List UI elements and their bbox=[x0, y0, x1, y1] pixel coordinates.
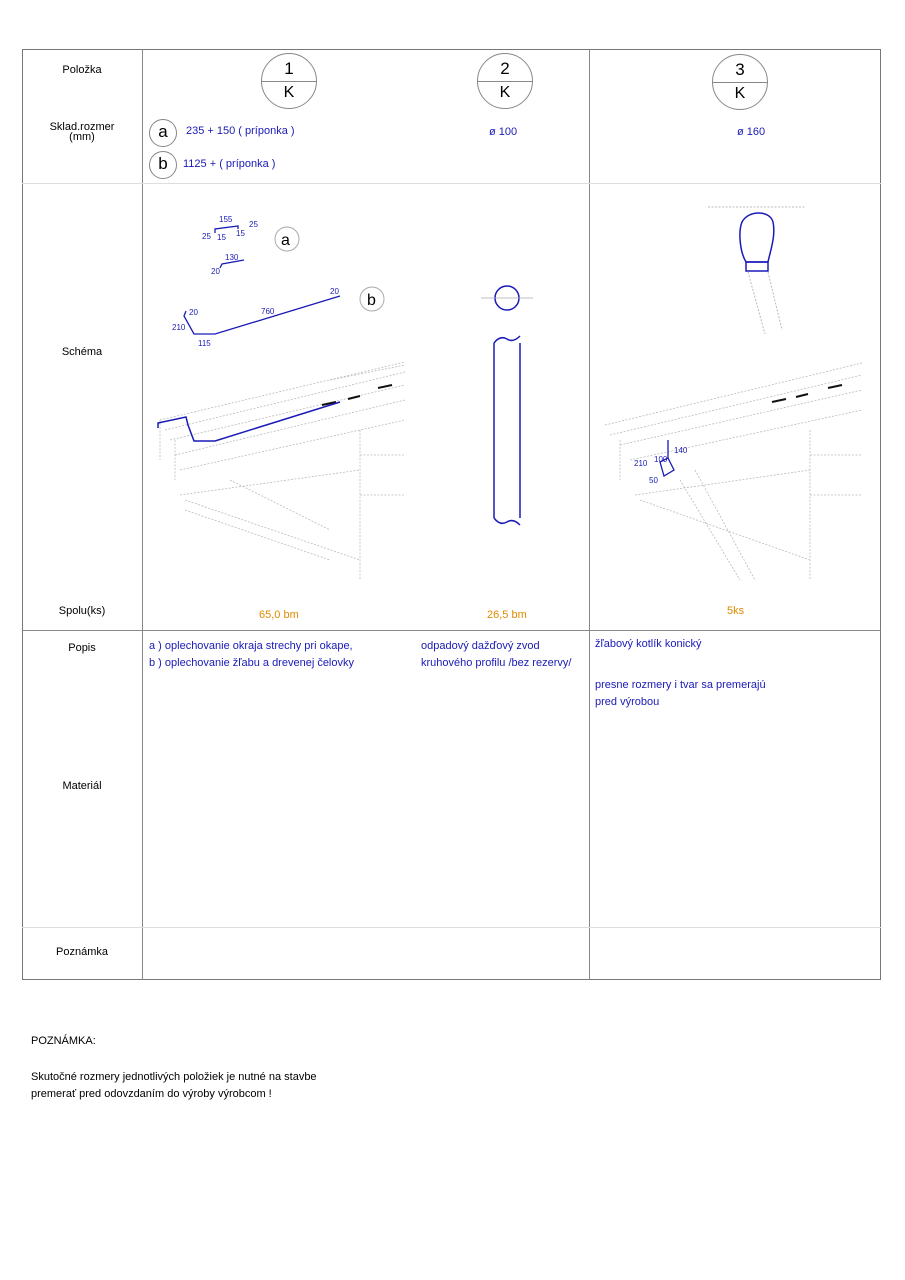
dim-tag-b: b bbox=[149, 151, 177, 179]
row-label-schema: Schéma bbox=[61, 346, 103, 358]
schema-tag-b: b bbox=[367, 292, 376, 309]
schema-a-dim-155: 155 bbox=[219, 215, 233, 224]
item-1-letter: K bbox=[283, 84, 295, 101]
item-2-dim: ø 100 bbox=[489, 126, 518, 138]
item-1-roof-section bbox=[159, 361, 406, 580]
schema-b-dim-20-right: 20 bbox=[330, 287, 339, 296]
row-divider bbox=[22, 927, 881, 928]
item-1-profile-b bbox=[183, 295, 341, 335]
row-divider bbox=[22, 183, 881, 184]
item-2-number: 2 bbox=[500, 59, 510, 78]
item-3-desc-line-1: žľabový kotlík konický bbox=[595, 638, 702, 650]
item-3-marker: 3 K bbox=[712, 54, 768, 110]
item-2-letter: K bbox=[499, 84, 511, 101]
item-3-dim: ø 160 bbox=[737, 126, 766, 138]
row-label-poznamka: Poznámka bbox=[56, 946, 108, 958]
schema-a-dim-25-right: 25 bbox=[249, 220, 258, 229]
schema-a-dim-25-left: 25 bbox=[202, 232, 211, 241]
item-2-desc-line-2: kruhového profilu /bez rezervy/ bbox=[421, 657, 572, 669]
item-3-letter: K bbox=[734, 85, 746, 102]
schema-a-dim-15-left: 15 bbox=[217, 233, 226, 242]
schema-b-dim-115: 115 bbox=[198, 339, 211, 348]
row-label-sklad-rozmer-line2: (mm) bbox=[69, 131, 95, 143]
item-1-desc-line-1: a ) oplechovanie okraja strechy pri okap… bbox=[149, 640, 353, 652]
item-1-dim-a: 235 + 150 ( príponka ) bbox=[186, 125, 295, 137]
item-3-number: 3 bbox=[735, 60, 745, 79]
footer-note-title: POZNÁMKA: bbox=[31, 1035, 96, 1047]
schema-a-dim-20: 20 bbox=[211, 267, 220, 276]
footer-note-line-1: Skutočné rozmery jednotlivých položiek j… bbox=[31, 1071, 317, 1083]
item-1-total: 65,0 bm bbox=[259, 609, 299, 621]
row-label-polozka: Položka bbox=[62, 64, 102, 76]
row-label-popis: Popis bbox=[68, 642, 96, 654]
row-divider bbox=[22, 630, 881, 631]
item-3-total: 5ks bbox=[727, 605, 745, 617]
item-3-desc-line-3: presne rozmery i tvar sa premerajú bbox=[595, 679, 766, 691]
schema-b-dim-20-top: 20 bbox=[189, 308, 198, 317]
item-3-roof-section bbox=[604, 362, 863, 581]
item-1-marker: 1 K bbox=[261, 53, 317, 109]
row-label-spolu: Spolu(ks) bbox=[58, 605, 106, 617]
item-2-marker: 2 K bbox=[477, 53, 533, 109]
footer-note-line-2: premerať pred odovzdaním do výroby výrob… bbox=[31, 1088, 272, 1100]
schema-3-dim-140: 140 bbox=[674, 446, 688, 455]
item-1-dim-b: 1125 + ( príponka ) bbox=[183, 158, 276, 170]
dim-tag-a: a bbox=[149, 119, 177, 147]
schema-3-dim-100: 100 bbox=[654, 455, 668, 464]
schema-a-dim-15-right: 15 bbox=[236, 229, 245, 238]
item-2-downpipe bbox=[493, 285, 521, 526]
schema-b-dim-210: 210 bbox=[172, 323, 186, 332]
column-divider bbox=[589, 49, 590, 980]
schema-3-dim-210: 210 bbox=[634, 459, 648, 468]
schema-a-dim-130: 130 bbox=[225, 253, 239, 262]
item-2-total: 26,5 bm bbox=[487, 609, 527, 621]
schema-tag-a: a bbox=[281, 232, 290, 249]
column-divider bbox=[142, 49, 143, 980]
schema-3-dim-50: 50 bbox=[649, 476, 658, 485]
row-label-sklad-rozmer-line1: Sklad.rozmer bbox=[49, 121, 115, 133]
schema-b-dim-760: 760 bbox=[261, 307, 275, 316]
item-2-desc-line-1: odpadový dažďový zvod bbox=[421, 640, 540, 652]
item-3-outlet-profile bbox=[708, 206, 806, 335]
table-frame bbox=[22, 49, 881, 980]
item-1-profile-a bbox=[214, 225, 245, 269]
item-1-number: 1 bbox=[284, 59, 294, 78]
item-3-desc-line-4: pred výrobou bbox=[595, 696, 660, 708]
row-label-sklad-rozmer: Sklad.rozmer (mm) bbox=[22, 121, 142, 143]
item-1-flashing-overlay bbox=[157, 401, 341, 442]
item-1-desc-line-2: b ) oplechovanie žľabu a drevenej čelovk… bbox=[149, 657, 354, 669]
row-label-material: Materiál bbox=[62, 780, 102, 792]
